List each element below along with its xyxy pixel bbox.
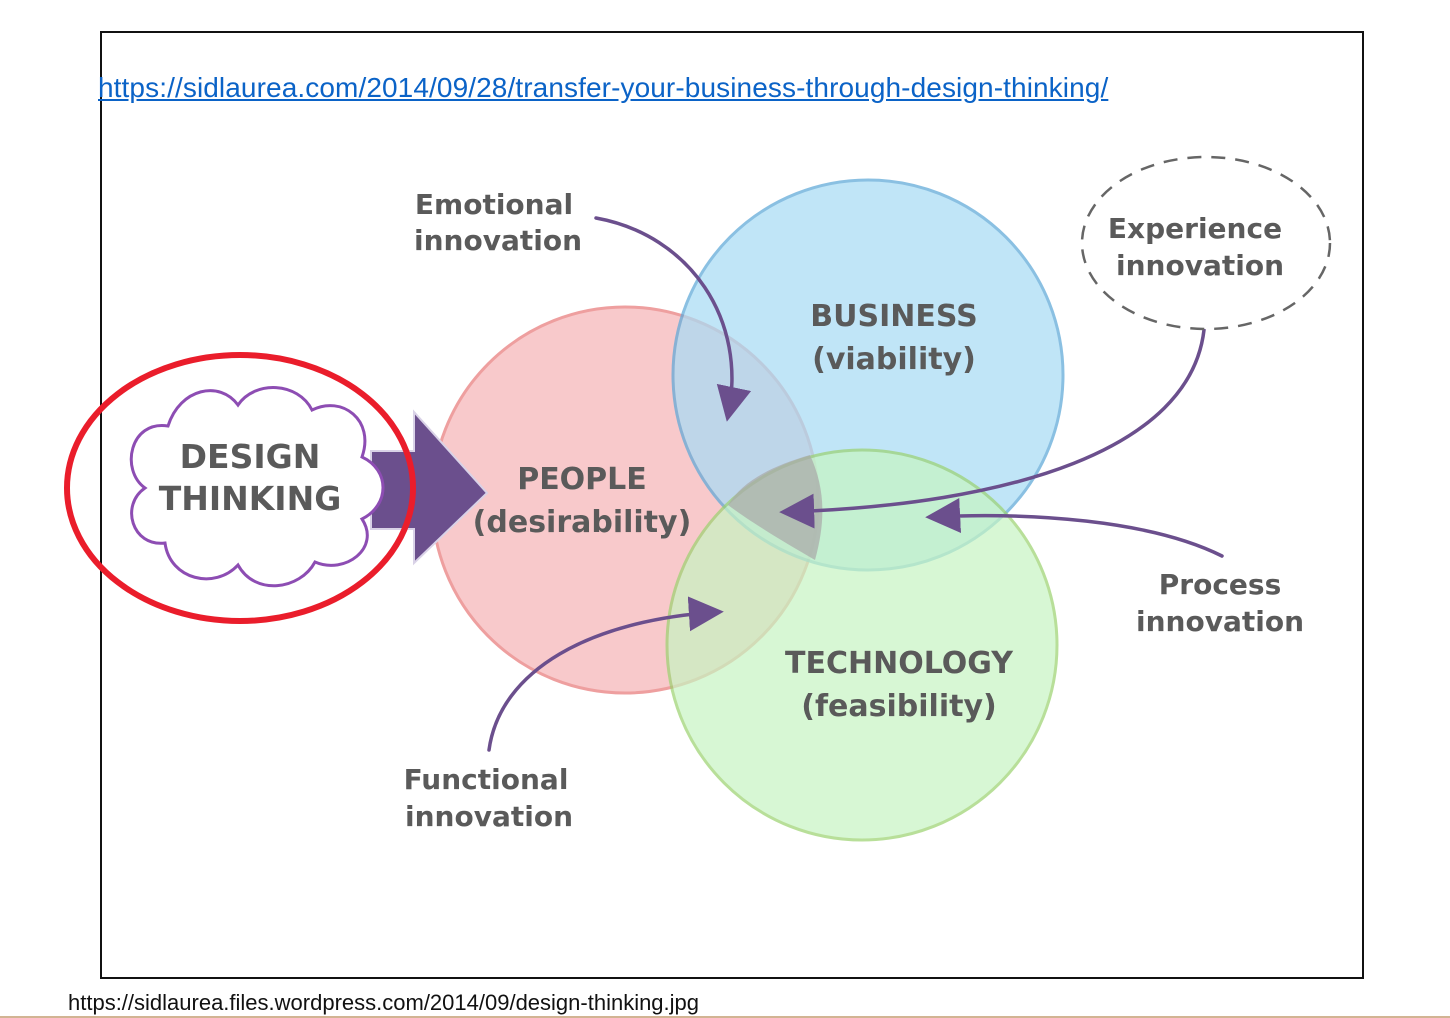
bottom-rule <box>0 1016 1450 1018</box>
diagram-frame <box>100 31 1364 979</box>
source-link[interactable]: https://sidlaurea.com/2014/09/28/transfe… <box>98 72 1109 103</box>
footer-url: https://sidlaurea.files.wordpress.com/20… <box>68 990 700 1015</box>
